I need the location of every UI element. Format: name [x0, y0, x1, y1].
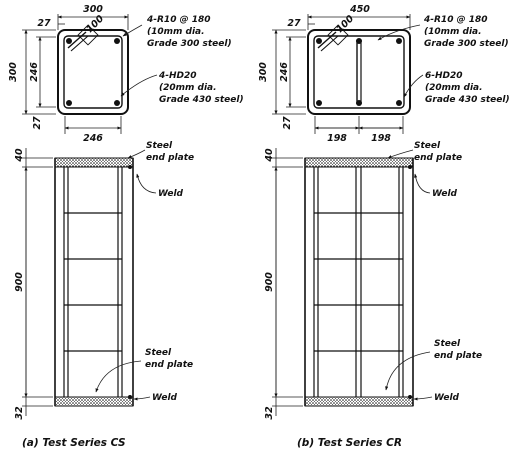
cr-top-plate-note: Steel end plate: [414, 141, 462, 163]
cr-cover-bottom-label: 27: [282, 116, 293, 130]
cr-elev-top-label: 40: [264, 148, 275, 163]
cs-tie-note: 4-R10 @ 180 (10mm dia. Grade 300 steel): [146, 15, 232, 49]
cr-bar-note-line: (20mm dia.: [425, 83, 483, 93]
cs-section-height-label: 300: [8, 62, 19, 82]
cr-top-weld-label: Weld: [432, 189, 458, 199]
cr-elevation: 40 900 32 Steel end plate Weld Steel end…: [264, 141, 482, 420]
cr-inner-width-a-label: 198: [327, 133, 347, 144]
cs-bottom-plate-note-line: Steel: [145, 348, 172, 358]
cs-bar-note: 4-HD20 (20mm dia. Grade 430 steel): [158, 71, 244, 105]
cr-elev-height-label: 900: [264, 272, 275, 292]
cs-bar-note-line: (20mm dia.: [159, 83, 217, 93]
cs-stirrup: [63, 35, 123, 109]
cr-top-end-plate: [304, 157, 414, 168]
cr-tie-note-line: (10mm dia.: [424, 27, 482, 37]
cs-cross-section: 300 27 100 300 246 27 246: [8, 4, 244, 144]
cs-tie-note-line: 4-R10 @ 180: [146, 15, 211, 25]
cr-bottom-plate-note: Steel end plate: [434, 339, 482, 361]
cr-bar-note-line: 6-HD20: [425, 71, 463, 81]
series-cs-detail: 300 27 100 300 246 27 246: [8, 4, 244, 449]
cs-tie-note-line: Grade 300 steel): [147, 39, 232, 49]
cr-stirrup-hook: [317, 31, 337, 49]
cr-top-plate-note-line: Steel: [414, 141, 441, 151]
cr-rebar: [316, 100, 322, 106]
cr-bar-note: 6-HD20 (20mm dia. Grade 430 steel): [425, 71, 510, 105]
cs-bottom-plate-note: Steel end plate: [145, 348, 193, 370]
cs-bar-note-line: 4-HD20: [158, 71, 197, 81]
cs-rebar: [114, 38, 120, 44]
cr-bottom-weld-label: Weld: [434, 393, 460, 403]
cr-tie-note: 4-R10 @ 180 (10mm dia. Grade 300 steel): [423, 15, 509, 49]
cs-elevation: 40 900 32 Steel end plate Weld Steel end…: [14, 141, 194, 420]
cs-inner-height-label: 246: [29, 62, 40, 82]
cr-rebar: [356, 100, 362, 106]
cs-bar-note-line: Grade 430 steel): [159, 95, 244, 105]
cr-caption: (b) Test Series CR: [297, 437, 402, 449]
cr-bottom-plate-note-line: end plate: [434, 351, 482, 361]
cs-top-plate-note: Steel end plate: [146, 141, 194, 163]
cs-tie-note-line: (10mm dia.: [147, 27, 205, 37]
cr-hook-label: 100: [334, 13, 356, 35]
cr-section-outline: [307, 29, 411, 115]
cs-elev-height-label: 900: [14, 272, 25, 292]
cr-bottom-plate-note-line: Steel: [434, 339, 461, 349]
cs-top-plate-note-line: Steel: [146, 141, 173, 151]
cs-hook-label: 100: [84, 13, 106, 35]
cs-rebar: [66, 38, 72, 44]
cs-cover-width-label: 27: [37, 18, 51, 29]
cs-elev-top-label: 40: [14, 148, 25, 163]
cr-inner-height-label: 246: [279, 62, 290, 82]
cr-rebar: [316, 38, 322, 44]
cs-bottom-weld-label: Weld: [152, 393, 178, 403]
cr-rebar: [396, 38, 402, 44]
cs-top-plate-note-line: end plate: [146, 153, 194, 163]
cr-bar-note-line: Grade 430 steel): [425, 95, 510, 105]
cs-inner-width-label: 246: [83, 133, 103, 144]
cr-inner-width-b-label: 198: [371, 133, 391, 144]
cs-top-end-plate: [54, 157, 134, 168]
cr-stirrup: [313, 35, 405, 109]
cr-top-plate-note-line: end plate: [414, 153, 462, 163]
cr-bottom-end-plate: [304, 396, 414, 407]
cs-stirrup-hook: [67, 31, 87, 49]
cr-cover-width-label: 27: [287, 18, 301, 29]
cr-tie-note-line: Grade 300 steel): [424, 39, 509, 49]
cr-cross-section: 450 27 100 300 246 27: [258, 4, 510, 144]
cs-bottom-plate-note-line: end plate: [145, 360, 193, 370]
cr-rebar: [396, 100, 402, 106]
cr-section-height-label: 300: [258, 62, 269, 82]
cs-elev-bottom-label: 32: [14, 406, 25, 420]
cr-elev-bottom-label: 32: [264, 406, 275, 420]
cs-caption: (a) Test Series CS: [22, 437, 126, 449]
cr-tie-note-line: 4-R10 @ 180: [423, 15, 488, 25]
cs-rebar: [114, 100, 120, 106]
cr-section-width-label: 450: [349, 4, 370, 15]
cs-cover-bottom-label: 27: [32, 116, 43, 130]
cs-section-width-label: 300: [83, 4, 103, 15]
cs-rebar: [66, 100, 72, 106]
series-cr-detail: 450 27 100 300 246 27: [258, 4, 510, 449]
cs-bottom-end-plate: [54, 396, 134, 407]
cs-top-weld-label: Weld: [158, 189, 184, 199]
cr-rebar: [356, 38, 362, 44]
